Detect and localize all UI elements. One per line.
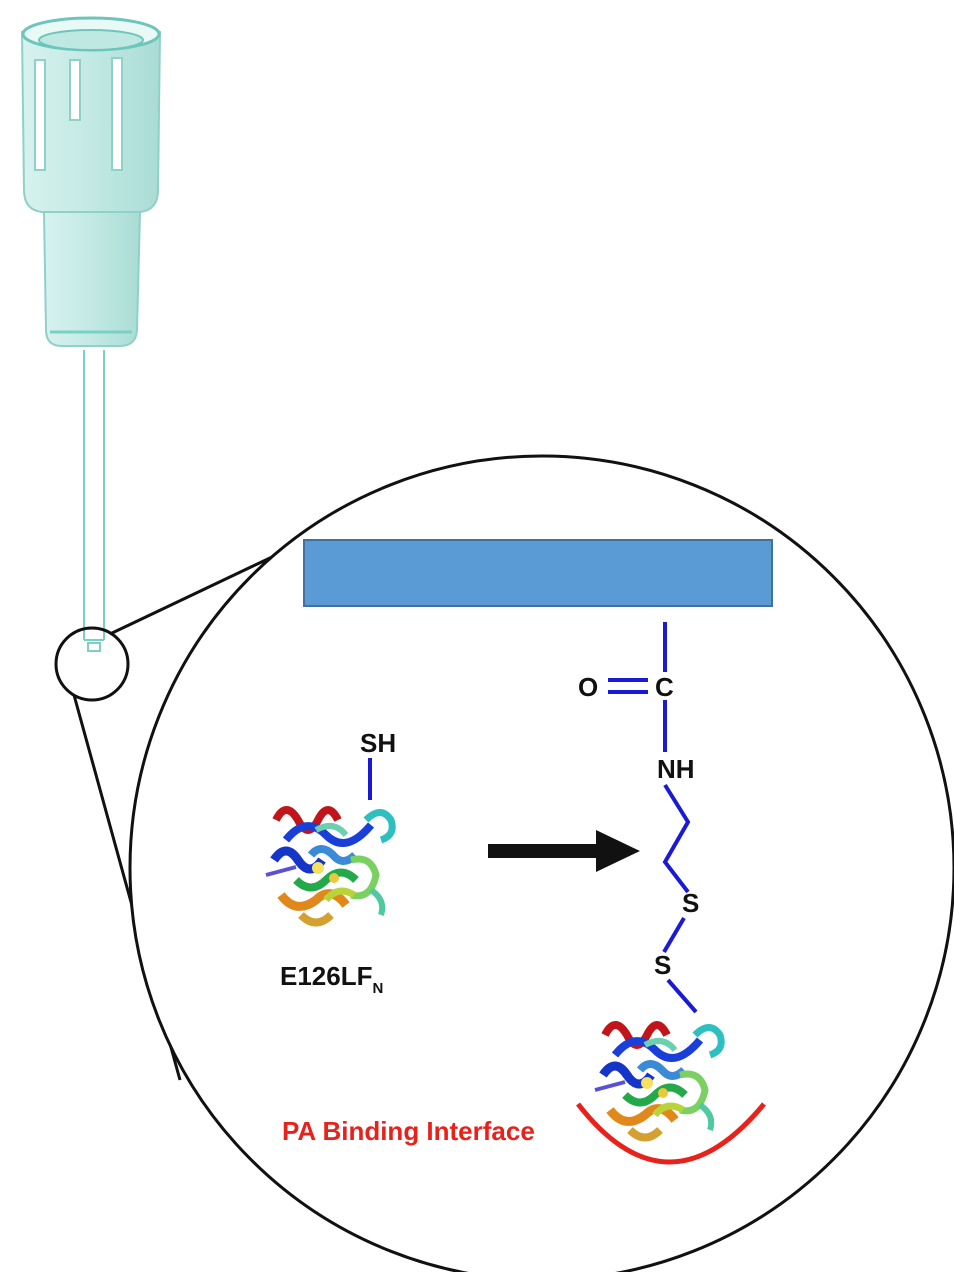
carbonyl-c-label: C: [655, 672, 674, 702]
sulfur-2-label: S: [654, 950, 671, 980]
linker-bonds: [368, 622, 698, 1014]
sulfur-1-label: S: [682, 888, 699, 918]
magnified-circle: [128, 454, 954, 1272]
thiol-label: SH: [360, 728, 396, 758]
interface-label: PA Binding Interface: [282, 1116, 535, 1146]
interface-arc: [576, 1102, 766, 1165]
surface-bar: [303, 539, 773, 607]
zoom-source-circle: [54, 626, 130, 702]
protein-name-label: E126LFN: [280, 961, 383, 997]
amide-label: NH: [657, 754, 695, 784]
carbonyl-o-label: O: [578, 672, 598, 702]
reaction-arrow-icon: [488, 830, 640, 872]
pipette-tip-icon: [20, 16, 162, 652]
